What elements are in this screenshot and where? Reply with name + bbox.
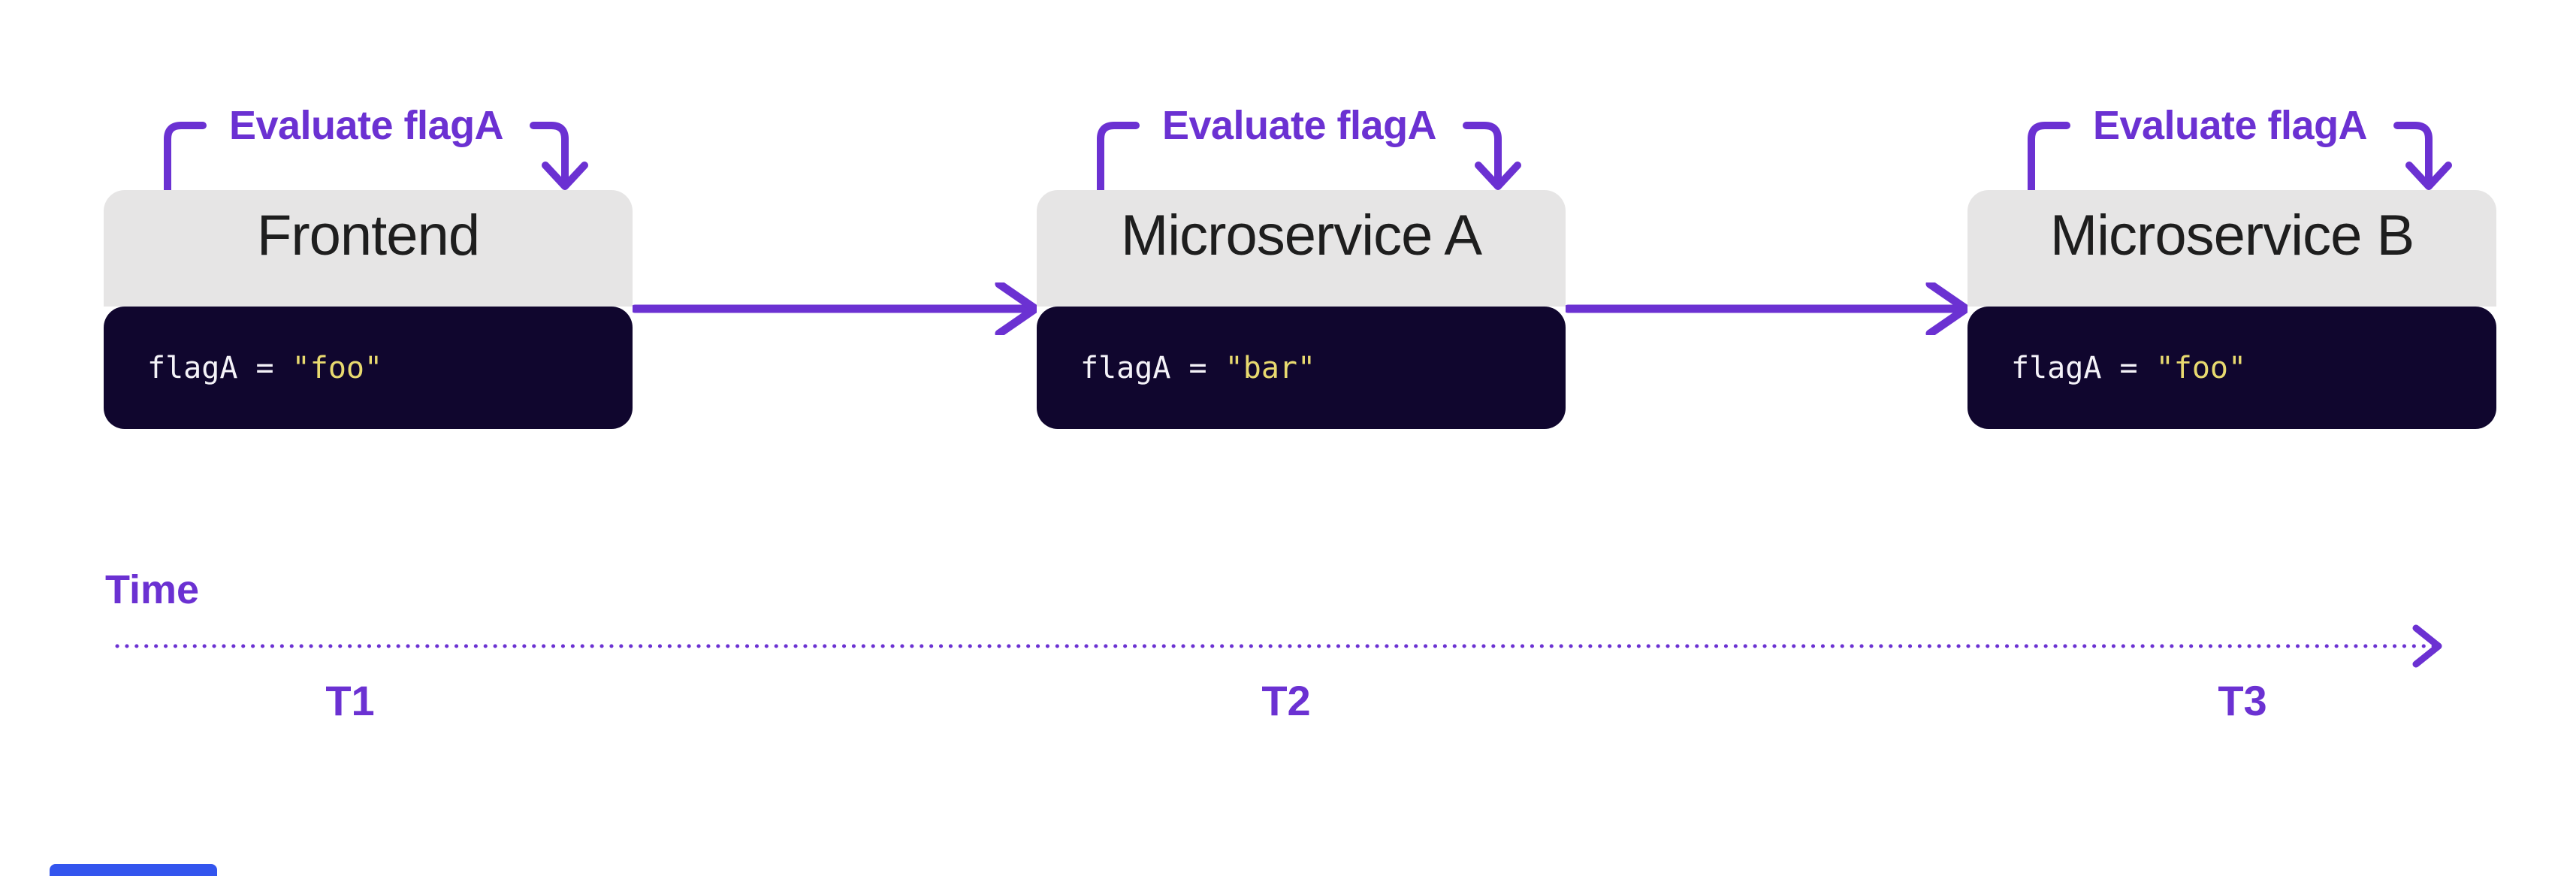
cutoff-element [50, 864, 217, 876]
evaluate-label: Evaluate flagA [2092, 103, 2368, 148]
service-title: Frontend [104, 190, 633, 307]
code-string-value: "foo" [291, 350, 383, 385]
flow-arrow-icon [633, 282, 1037, 335]
service-title: Microservice B [1967, 190, 2496, 307]
code-string-value: "bar" [1225, 350, 1316, 385]
evaluate-arrow-icon [1097, 122, 1521, 190]
service-microservice-b: Evaluate flagA Microservice B flagA = "f… [1967, 95, 2496, 429]
code-prefix: flagA = [1080, 350, 1225, 385]
evaluate-arrow-icon [2028, 122, 2452, 190]
evaluate-label: Evaluate flagA [1161, 103, 1437, 148]
code-string-value: "foo" [2155, 350, 2247, 385]
timeline-arrow-icon [115, 624, 2442, 668]
code-block: flagA = "foo" [1967, 307, 2496, 429]
service-box: Frontend flagA = "foo" [104, 190, 633, 429]
evaluate-arrow-icon [164, 122, 588, 190]
service-box: Microservice B flagA = "foo" [1967, 190, 2496, 429]
code-block: flagA = "foo" [104, 307, 633, 429]
evaluate-label: Evaluate flagA [228, 103, 504, 148]
timeline-tick-t3: T3 [2218, 677, 2267, 724]
code-prefix: flagA = [147, 350, 292, 385]
code-block: flagA = "bar" [1037, 307, 1566, 429]
service-box: Microservice A flagA = "bar" [1037, 190, 1566, 429]
timeline-label: Time [105, 567, 200, 612]
service-frontend: Evaluate flagA Frontend flagA = "foo" [104, 95, 633, 429]
code-prefix: flagA = [2011, 350, 2156, 385]
flow-arrow-icon [1566, 282, 1967, 335]
timeline-tick-t2: T2 [1261, 677, 1311, 724]
service-microservice-a: Evaluate flagA Microservice A flagA = "b… [1037, 95, 1566, 429]
timeline-tick-t1: T1 [325, 677, 375, 724]
service-title: Microservice A [1037, 190, 1566, 307]
